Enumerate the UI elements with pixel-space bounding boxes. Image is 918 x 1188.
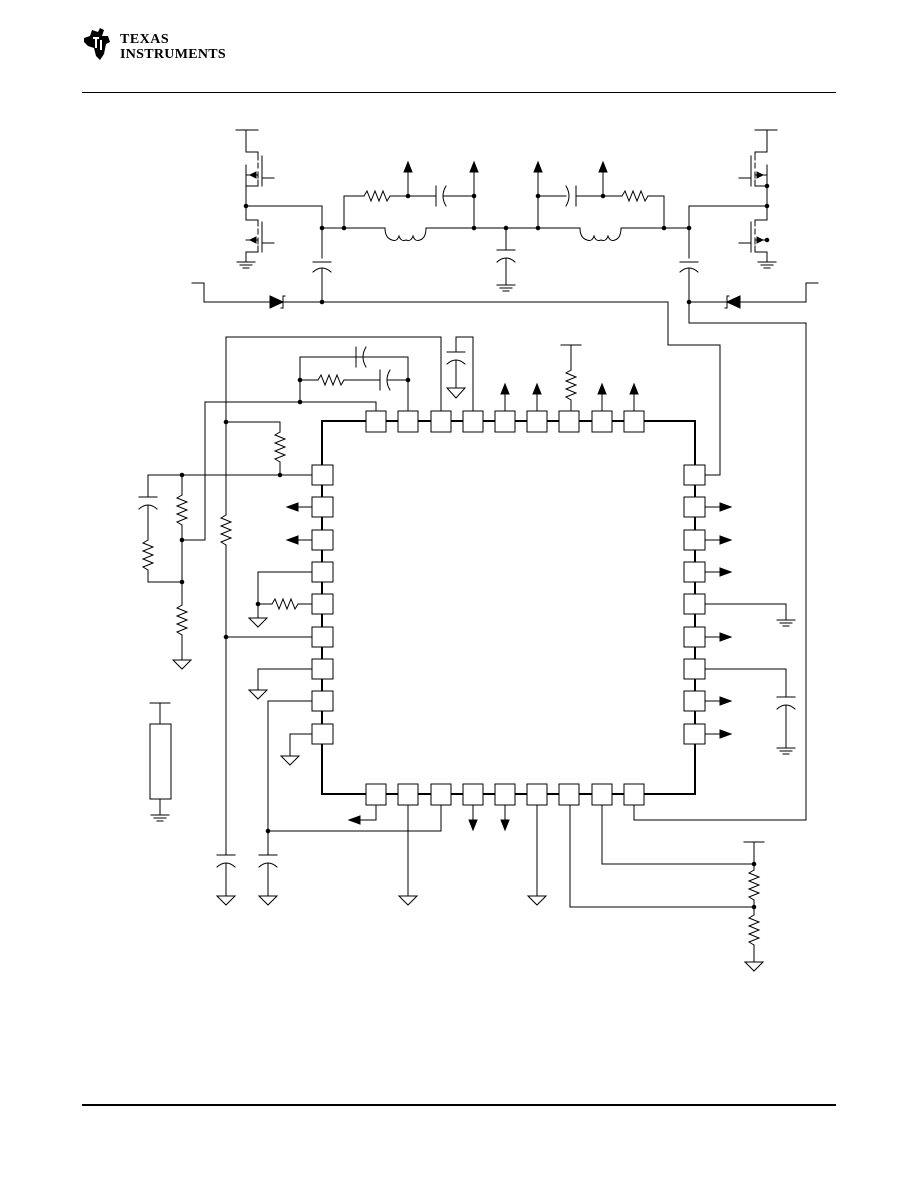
page-header: TEXAS INSTRUMENTS bbox=[0, 0, 918, 100]
ti-logo: TEXAS INSTRUMENTS bbox=[82, 28, 232, 68]
output-filter bbox=[312, 160, 699, 305]
right-side-network bbox=[704, 502, 796, 755]
ic-pins bbox=[311, 410, 706, 806]
bottom-network bbox=[347, 804, 765, 972]
bootstrap-diodes bbox=[191, 282, 819, 309]
company-name-line2: INSTRUMENTS bbox=[120, 47, 226, 62]
ic-body bbox=[321, 420, 696, 795]
ic-top-routing bbox=[204, 301, 807, 856]
company-name-line1: TEXAS bbox=[120, 32, 170, 47]
standalone-component bbox=[149, 702, 172, 822]
left-half-bridge bbox=[235, 129, 323, 269]
right-half-bridge bbox=[688, 129, 778, 269]
header-rule bbox=[82, 92, 836, 93]
ti-logo-icon bbox=[84, 28, 110, 60]
left-side-network bbox=[138, 401, 442, 906]
footer-rule bbox=[82, 1104, 836, 1106]
